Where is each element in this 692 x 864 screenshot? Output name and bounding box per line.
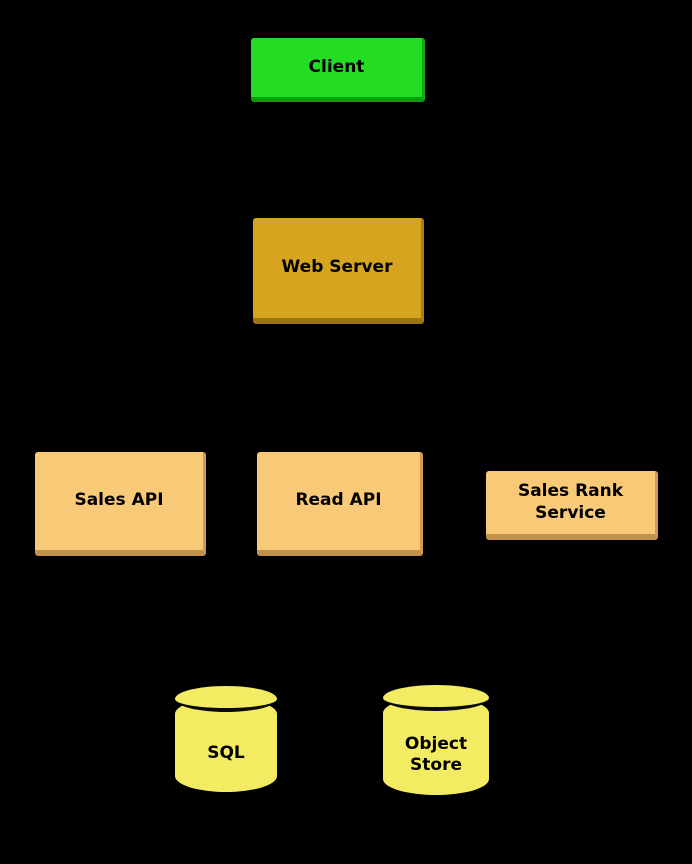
sales-rank-service-node: Sales Rank Service [486,471,658,540]
sales-api-node: Sales API [35,452,206,556]
sales-api-node-label: Sales API [74,490,164,511]
client-node-label: Client [308,56,365,77]
sql-database-node: SQL [175,686,277,792]
web-server-node-label: Web Server [281,257,393,278]
object-store-node-label: Object Store [404,733,468,775]
object-store-node: Object Store [383,685,489,795]
cylinder-body [383,697,489,795]
client-node: Client [251,38,425,102]
sales-rank-service-node-label: Sales Rank Service [517,481,624,523]
read-api-node-label: Read API [295,490,382,511]
cylinder-body [175,698,277,792]
read-api-node: Read API [257,452,423,556]
web-server-node: Web Server [253,218,424,324]
cylinder-lid [383,685,489,711]
cylinder-lid [175,686,277,712]
sql-database-node-label: SQL [207,743,245,764]
